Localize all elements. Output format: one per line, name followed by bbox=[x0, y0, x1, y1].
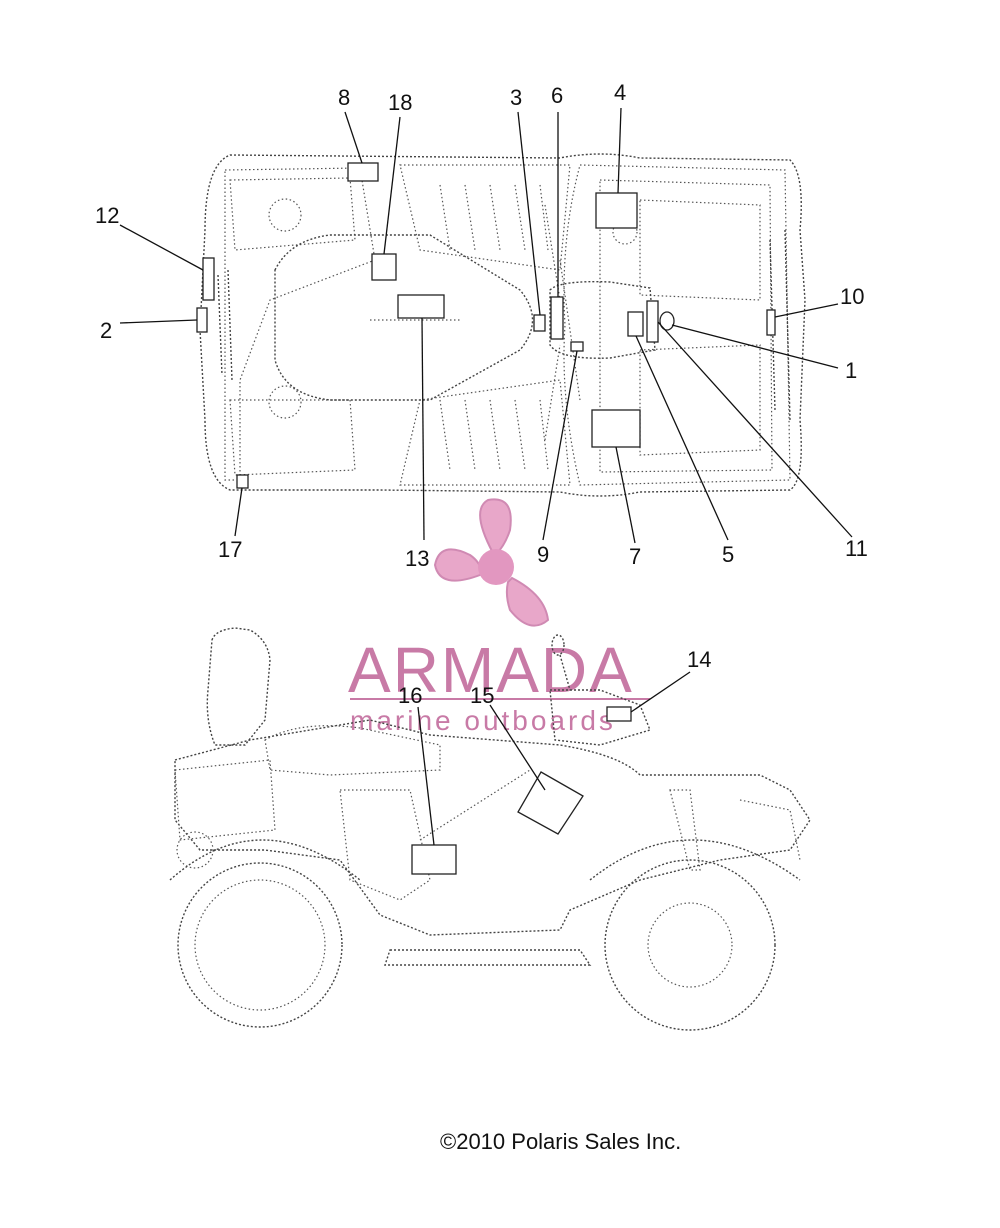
armada-logo: ARMADA marine outboards bbox=[348, 498, 650, 736]
decal-3 bbox=[533, 314, 546, 332]
decal-15 bbox=[517, 771, 584, 835]
callout-17: 17 bbox=[218, 537, 242, 562]
callout-6: 6 bbox=[551, 83, 563, 108]
watermark-subtitle: marine outboards bbox=[350, 705, 616, 736]
callout-11: 11 bbox=[845, 536, 868, 561]
callout-9: 9 bbox=[537, 542, 549, 567]
callout-10: 10 bbox=[840, 284, 864, 309]
propeller-icon bbox=[433, 498, 550, 627]
callout-14: 14 bbox=[687, 647, 711, 672]
decal-13 bbox=[397, 294, 445, 319]
callout-12: 12 bbox=[95, 203, 119, 228]
decal-10 bbox=[766, 309, 776, 336]
watermark-title: ARMADA bbox=[348, 634, 634, 706]
decal-9 bbox=[570, 341, 584, 352]
callout-15: 15 bbox=[470, 683, 494, 708]
callout-18: 18 bbox=[388, 90, 412, 115]
decal-18 bbox=[371, 253, 397, 281]
propeller-hub-icon bbox=[478, 549, 514, 585]
callout-labels: 8 18 3 6 4 12 2 10 1 11 5 7 9 13 17 14 1… bbox=[95, 80, 868, 708]
callout-16: 16 bbox=[398, 683, 422, 708]
decal-14 bbox=[606, 706, 632, 722]
decal-1 bbox=[659, 311, 675, 331]
atv-side-view bbox=[169, 627, 811, 1031]
side-view-decals bbox=[411, 706, 632, 875]
decal-5 bbox=[627, 311, 644, 337]
callout-1: 1 bbox=[845, 358, 857, 383]
callout-7: 7 bbox=[629, 544, 641, 569]
callout-5: 5 bbox=[722, 542, 734, 567]
decal-6 bbox=[550, 296, 564, 340]
decal-4 bbox=[595, 192, 638, 229]
top-view-decals bbox=[196, 162, 776, 489]
decal-8 bbox=[347, 162, 379, 182]
decal-2 bbox=[196, 307, 208, 333]
callout-8: 8 bbox=[338, 85, 350, 110]
callout-13: 13 bbox=[405, 546, 429, 571]
decal-17 bbox=[236, 474, 249, 489]
leader-lines bbox=[119, 107, 853, 846]
decal-11 bbox=[646, 300, 659, 343]
decal-7 bbox=[591, 409, 641, 448]
decal-16 bbox=[411, 844, 457, 875]
callout-3: 3 bbox=[510, 85, 522, 110]
decal-12 bbox=[202, 257, 215, 301]
copyright-text: ©2010 Polaris Sales Inc. bbox=[440, 1129, 681, 1154]
atv-top-view bbox=[199, 153, 806, 497]
callout-2: 2 bbox=[100, 318, 112, 343]
callout-4: 4 bbox=[614, 80, 626, 105]
